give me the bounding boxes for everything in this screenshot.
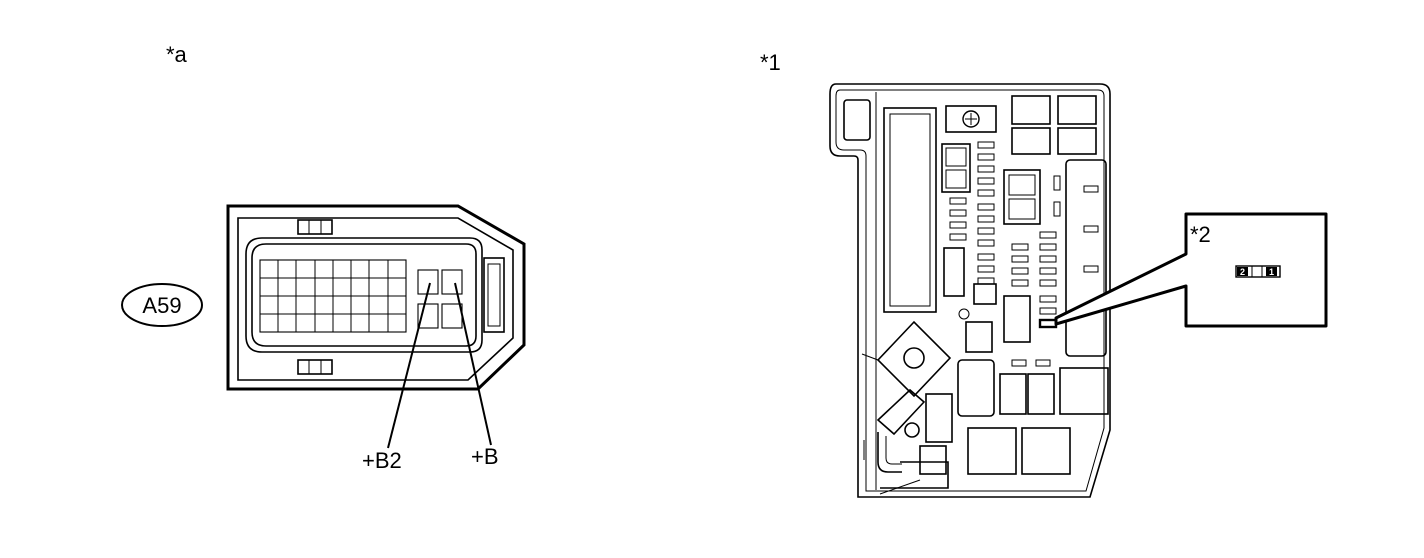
- terminal-grid: [259, 259, 407, 333]
- highlighted-fuse: [1038, 318, 1058, 329]
- mini-fuse-column: [949, 141, 995, 285]
- junction-block-outline: [829, 83, 1111, 498]
- terminal-label-b: +B: [471, 444, 499, 469]
- pin-label-1: 1: [1269, 267, 1274, 277]
- callout-a: *a: [166, 42, 188, 67]
- pin-label-2: 2: [1240, 267, 1245, 277]
- leader-line-b: [454, 282, 492, 446]
- detail-callout: *2 2 1: [1054, 212, 1328, 328]
- connector-code: A59: [142, 293, 181, 318]
- junction-block: *1: [760, 50, 1111, 498]
- terminal-label-b2: +B2: [362, 448, 402, 473]
- pin-diagram: [1235, 265, 1281, 278]
- callout-2: *2: [1190, 222, 1211, 247]
- detail-callout-box: [1054, 212, 1328, 328]
- leader-line-b2: [387, 282, 431, 449]
- connector-view: *a A59: [121, 42, 526, 473]
- connector-code-badge: [121, 283, 203, 327]
- power-terminals: [417, 269, 463, 329]
- connector-housing: [226, 204, 526, 391]
- callout-1: *1: [760, 50, 781, 75]
